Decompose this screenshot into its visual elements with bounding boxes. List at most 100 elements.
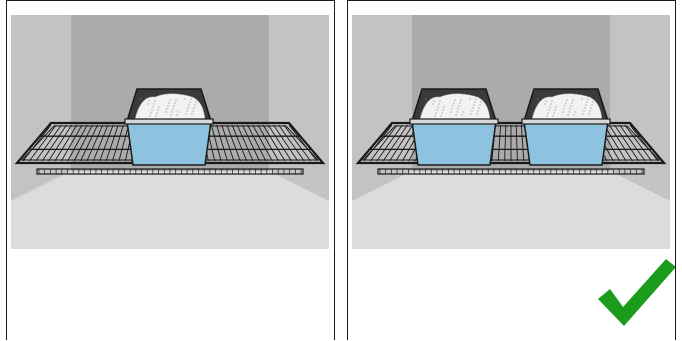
powder-speck [186,110,187,111]
powder-speck [453,102,454,103]
powder-speck [469,98,470,99]
powder-speck [177,111,178,112]
loaf-tin [410,89,498,165]
powder-speck [591,104,592,105]
powder-speck [434,115,435,116]
powder-speck [154,100,155,101]
powder-speck [191,113,192,114]
powder-speck [550,103,551,104]
powder-speck [158,106,159,107]
powder-speck [451,108,452,109]
powder-speck [441,112,442,113]
powder-speck [589,110,590,111]
powder-speck [537,98,538,99]
tin-body [524,121,608,165]
powder-speck [150,112,151,113]
powder-speck [439,100,440,101]
powder-speck [475,98,476,99]
powder-speck [442,109,443,110]
powder-speck [588,113,589,114]
powder-speck [173,105,174,106]
powder-speck [581,98,582,99]
powder-speck [188,104,189,105]
oven-scene-single [7,1,334,341]
powder-speck [455,114,456,115]
powder-speck [452,105,453,106]
powder-speck [443,106,444,107]
powder-speck [548,109,549,110]
powder-speck [147,103,148,104]
powder-speck [586,101,587,102]
powder-speck [563,108,564,109]
tin-lip [410,119,498,124]
powder-speck [564,105,565,106]
powder-speck [573,114,574,115]
powder-speck [477,110,478,111]
powder-speck [552,115,553,116]
powder-speck [555,106,556,107]
powder-speck [166,108,167,109]
oven-scene-double [348,1,675,341]
oven-base [11,171,329,249]
powder-speck [425,98,426,99]
tin-body [412,121,496,165]
powder-speck [574,111,575,112]
powder-speck [176,114,177,115]
powder-speck [459,102,460,103]
powder-speck [192,110,193,111]
powder-speck [567,114,568,115]
powder-speck [474,101,475,102]
powder-speck [436,109,437,110]
powder-speck [473,104,474,105]
powder-speck [585,104,586,105]
powder-speck [547,112,548,113]
powder-speck [155,115,156,116]
powder-speck [544,103,545,104]
powder-speck [590,107,591,108]
powder-speck [461,114,462,115]
powder-speck [140,98,141,99]
powder-speck [152,106,153,107]
oven-panel-single-tin [6,0,335,340]
powder-speck [167,105,168,106]
powder-speck [457,108,458,109]
powder-speck [157,109,158,110]
powder-speck [587,98,588,99]
powder-speck [172,108,173,109]
oven-panel-two-tins [347,0,676,340]
powder-speck [458,105,459,106]
powder-speck [189,101,190,102]
powder-speck [470,113,471,114]
powder-speck [437,106,438,107]
loaf-tins [125,89,213,165]
powder-speck [184,98,185,99]
powder-speck [471,110,472,111]
powder-speck [479,104,480,105]
powder-speck [450,111,451,112]
powder-speck [472,107,473,108]
powder-speck [169,99,170,100]
powder-speck [148,100,149,101]
powder-speck [546,115,547,116]
tin-body [127,121,211,165]
powder-speck [195,101,196,102]
powder-speck [549,106,550,107]
powder-speck [571,102,572,103]
powder-speck [190,98,191,99]
oven-base [352,171,670,249]
checkmark-icon [598,259,675,326]
powder-speck [565,102,566,103]
powder-speck [433,100,434,101]
powder-speck [592,101,593,102]
powder-speck [570,105,571,106]
powder-speck [151,109,152,110]
powder-speck [545,100,546,101]
powder-speck [553,112,554,113]
powder-speck [153,103,154,104]
powder-speck [583,110,584,111]
powder-speck [440,115,441,116]
powder-speck [185,113,186,114]
powder-speck [480,101,481,102]
powder-speck [171,111,172,112]
powder-speck [175,99,176,100]
